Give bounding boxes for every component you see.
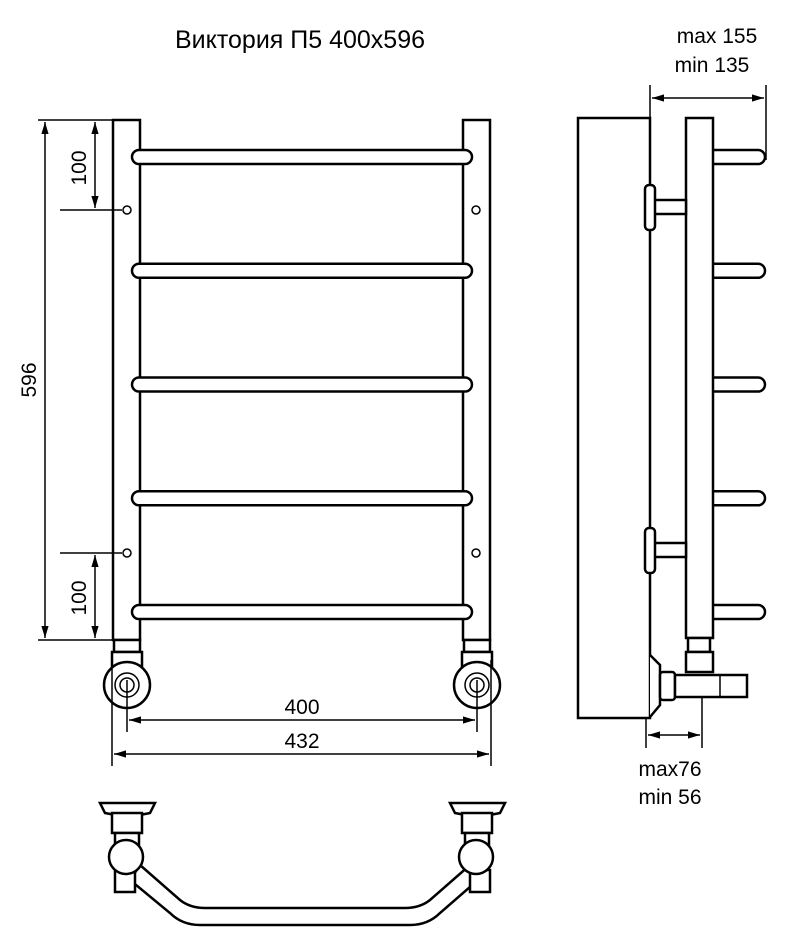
- rungs: [130, 148, 474, 621]
- right-valve: [452, 638, 502, 710]
- center-distance-label: 400: [284, 696, 319, 719]
- mount-hole: [122, 205, 132, 215]
- rung: [130, 603, 474, 621]
- top-offset-label: 100: [68, 150, 91, 185]
- bottom-offset-label: 100: [68, 580, 91, 615]
- front-dimensions: 596 100 100 400 432: [18, 119, 492, 766]
- side-view: [576, 116, 767, 720]
- rung: [130, 262, 474, 279]
- mount-hole: [471, 205, 481, 215]
- depth-max-label: max 155: [677, 25, 758, 48]
- overall-width-label: 432: [284, 730, 319, 753]
- valve-min-label: min 56: [638, 786, 701, 809]
- wall-plate: [576, 116, 652, 720]
- front-view: [102, 118, 502, 710]
- rung: [130, 490, 474, 507]
- side-rail: [684, 116, 715, 640]
- side-dimensions: max 155 min 135 max76 min 56: [638, 25, 767, 809]
- title: Виктория П5 400x596: [175, 26, 425, 54]
- height-label: 596: [18, 362, 41, 397]
- mount-hole: [122, 548, 132, 558]
- top-view: [97, 801, 508, 927]
- mount-hole: [471, 548, 481, 558]
- rung: [130, 148, 474, 166]
- rung: [130, 376, 474, 393]
- depth-min-label: min 135: [675, 54, 750, 77]
- valve-max-label: max76: [638, 758, 701, 781]
